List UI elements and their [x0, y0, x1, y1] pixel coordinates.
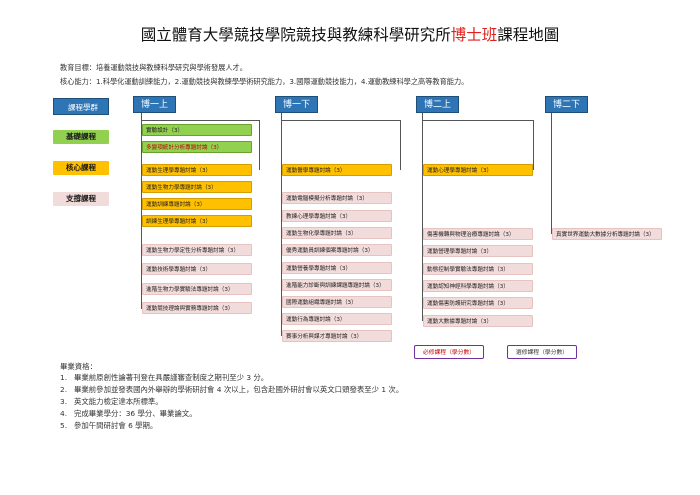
page-title: 國立體育大學競技學院競技與教練科學研究所博士班課程地圖 — [0, 23, 700, 45]
education-goal: 教育目標：培養運動競技與教練科學研究與學術發展人才。 — [60, 63, 247, 72]
column-header-y1-spring: 博一下 — [275, 96, 318, 113]
requirement-item: 3.英文能力檢定達本所標準。 — [60, 397, 163, 406]
column-header-y2-spring: 博二下 — [545, 96, 588, 113]
title-main: 國立體育大學競技學院競技與教練科學研究所 — [140, 26, 451, 44]
course-item: 運動營理學專題討論（3） — [423, 245, 533, 257]
course-group-header: 課程學群 — [53, 98, 109, 115]
title-suffix: 課程地圖 — [497, 26, 560, 44]
column-header-y2-fall: 博二上 — [416, 96, 459, 113]
course-item: 進階能力診斷與訓練課題專題討論（3） — [282, 279, 392, 291]
connector-line — [141, 120, 260, 121]
course-item: 運動競技理論與實務專題討論（3） — [142, 302, 252, 314]
connector-line — [259, 120, 260, 170]
course-item: 優秀運動員訓練個案專題討論（3） — [282, 244, 392, 256]
course-item: 賽事分析與謀才專題討論（3） — [282, 330, 392, 342]
course-item: 運動技術學專題討論（3） — [142, 263, 252, 275]
course-item: 運動心理學專題討論（3） — [423, 164, 533, 176]
category-basic: 基礎課程 — [53, 130, 109, 144]
connector-line — [422, 113, 423, 321]
legend-required: 必修課程（學分數） — [414, 345, 484, 359]
course-item: 運動電腦模擬分析專題討論（3） — [282, 192, 392, 204]
course-item: 運動生物化學專題討論（3） — [282, 227, 392, 239]
course-item: 運動生物力學定性分析專題討論（3） — [142, 244, 252, 256]
connector-line — [281, 120, 401, 121]
category-core: 核心課程 — [53, 161, 109, 175]
course-item: 運動大數據專題討論（3） — [423, 315, 533, 327]
connector-line — [400, 120, 401, 170]
course-item: 真實世界運動大數據分析專題討論（3） — [552, 228, 662, 240]
connector-line — [533, 120, 534, 170]
connector-line — [551, 113, 552, 234]
connector-line — [422, 120, 534, 121]
course-item: 運動營養學專題討論（3） — [282, 262, 392, 274]
course-item: 運動行為專題討論（3） — [282, 313, 392, 325]
legend-elective: 選修課程（學分數） — [507, 345, 577, 359]
connector-line — [281, 113, 282, 336]
category-support: 支撐課程 — [53, 192, 109, 206]
course-item: 運動訓練專題討論（3） — [142, 198, 252, 210]
course-item: 傷害機轉與物理治療專題討論（3） — [423, 228, 533, 240]
course-item: 實驗設計（3） — [142, 124, 252, 136]
requirement-item: 1.畢業前原創性論著刊登在具嚴謹審查制度之期刊至少 3 分。 — [60, 373, 269, 382]
core-competency: 核心能力：1.科學化運動訓練能力，2.運動競技與教練學學術研究能力，3.國際運動… — [60, 77, 469, 86]
connector-line — [141, 113, 142, 309]
requirements-title: 畢業資格： — [60, 362, 97, 371]
requirement-item: 5.參加午間研討會 6 學期。 — [60, 421, 158, 430]
course-item: 進階生物力學實驗法專題討論（3） — [142, 283, 252, 295]
course-item: 教練心理學專題討論（3） — [282, 210, 392, 222]
title-highlight: 博士班 — [450, 26, 498, 44]
course-item: 訓練生理學專題討論（3） — [142, 215, 252, 227]
column-header-y1-fall: 博一上 — [133, 96, 176, 113]
course-item: 多變項統計分析專題討論（3） — [142, 141, 252, 153]
course-item: 國際運動組織專題討論（3） — [282, 296, 392, 308]
course-item: 運動認知神經科學專題討論（3） — [423, 280, 533, 292]
course-item: 運動生理學專題討論（3） — [142, 164, 252, 176]
course-item: 動態控制學實驗法專題討論（3） — [423, 263, 533, 275]
requirement-item: 4.完成畢業學分：36 學分、畢業論文。 — [60, 409, 197, 418]
course-item: 運動生物力學專題討論（3） — [142, 181, 252, 193]
course-item: 運動傷害防護研究專題討論（3） — [423, 297, 533, 309]
course-item: 運動醫學專題討論（3） — [282, 164, 392, 176]
requirements-list: 1.畢業前原創性論著刊登在具嚴謹審查制度之期刊至少 3 分。 2.畢業前參加並發… — [60, 372, 403, 432]
requirement-item: 2.畢業前參加並發表國內外舉辦的學術研討會 4 次以上，包含赴國外研討會以英文口… — [60, 385, 404, 394]
